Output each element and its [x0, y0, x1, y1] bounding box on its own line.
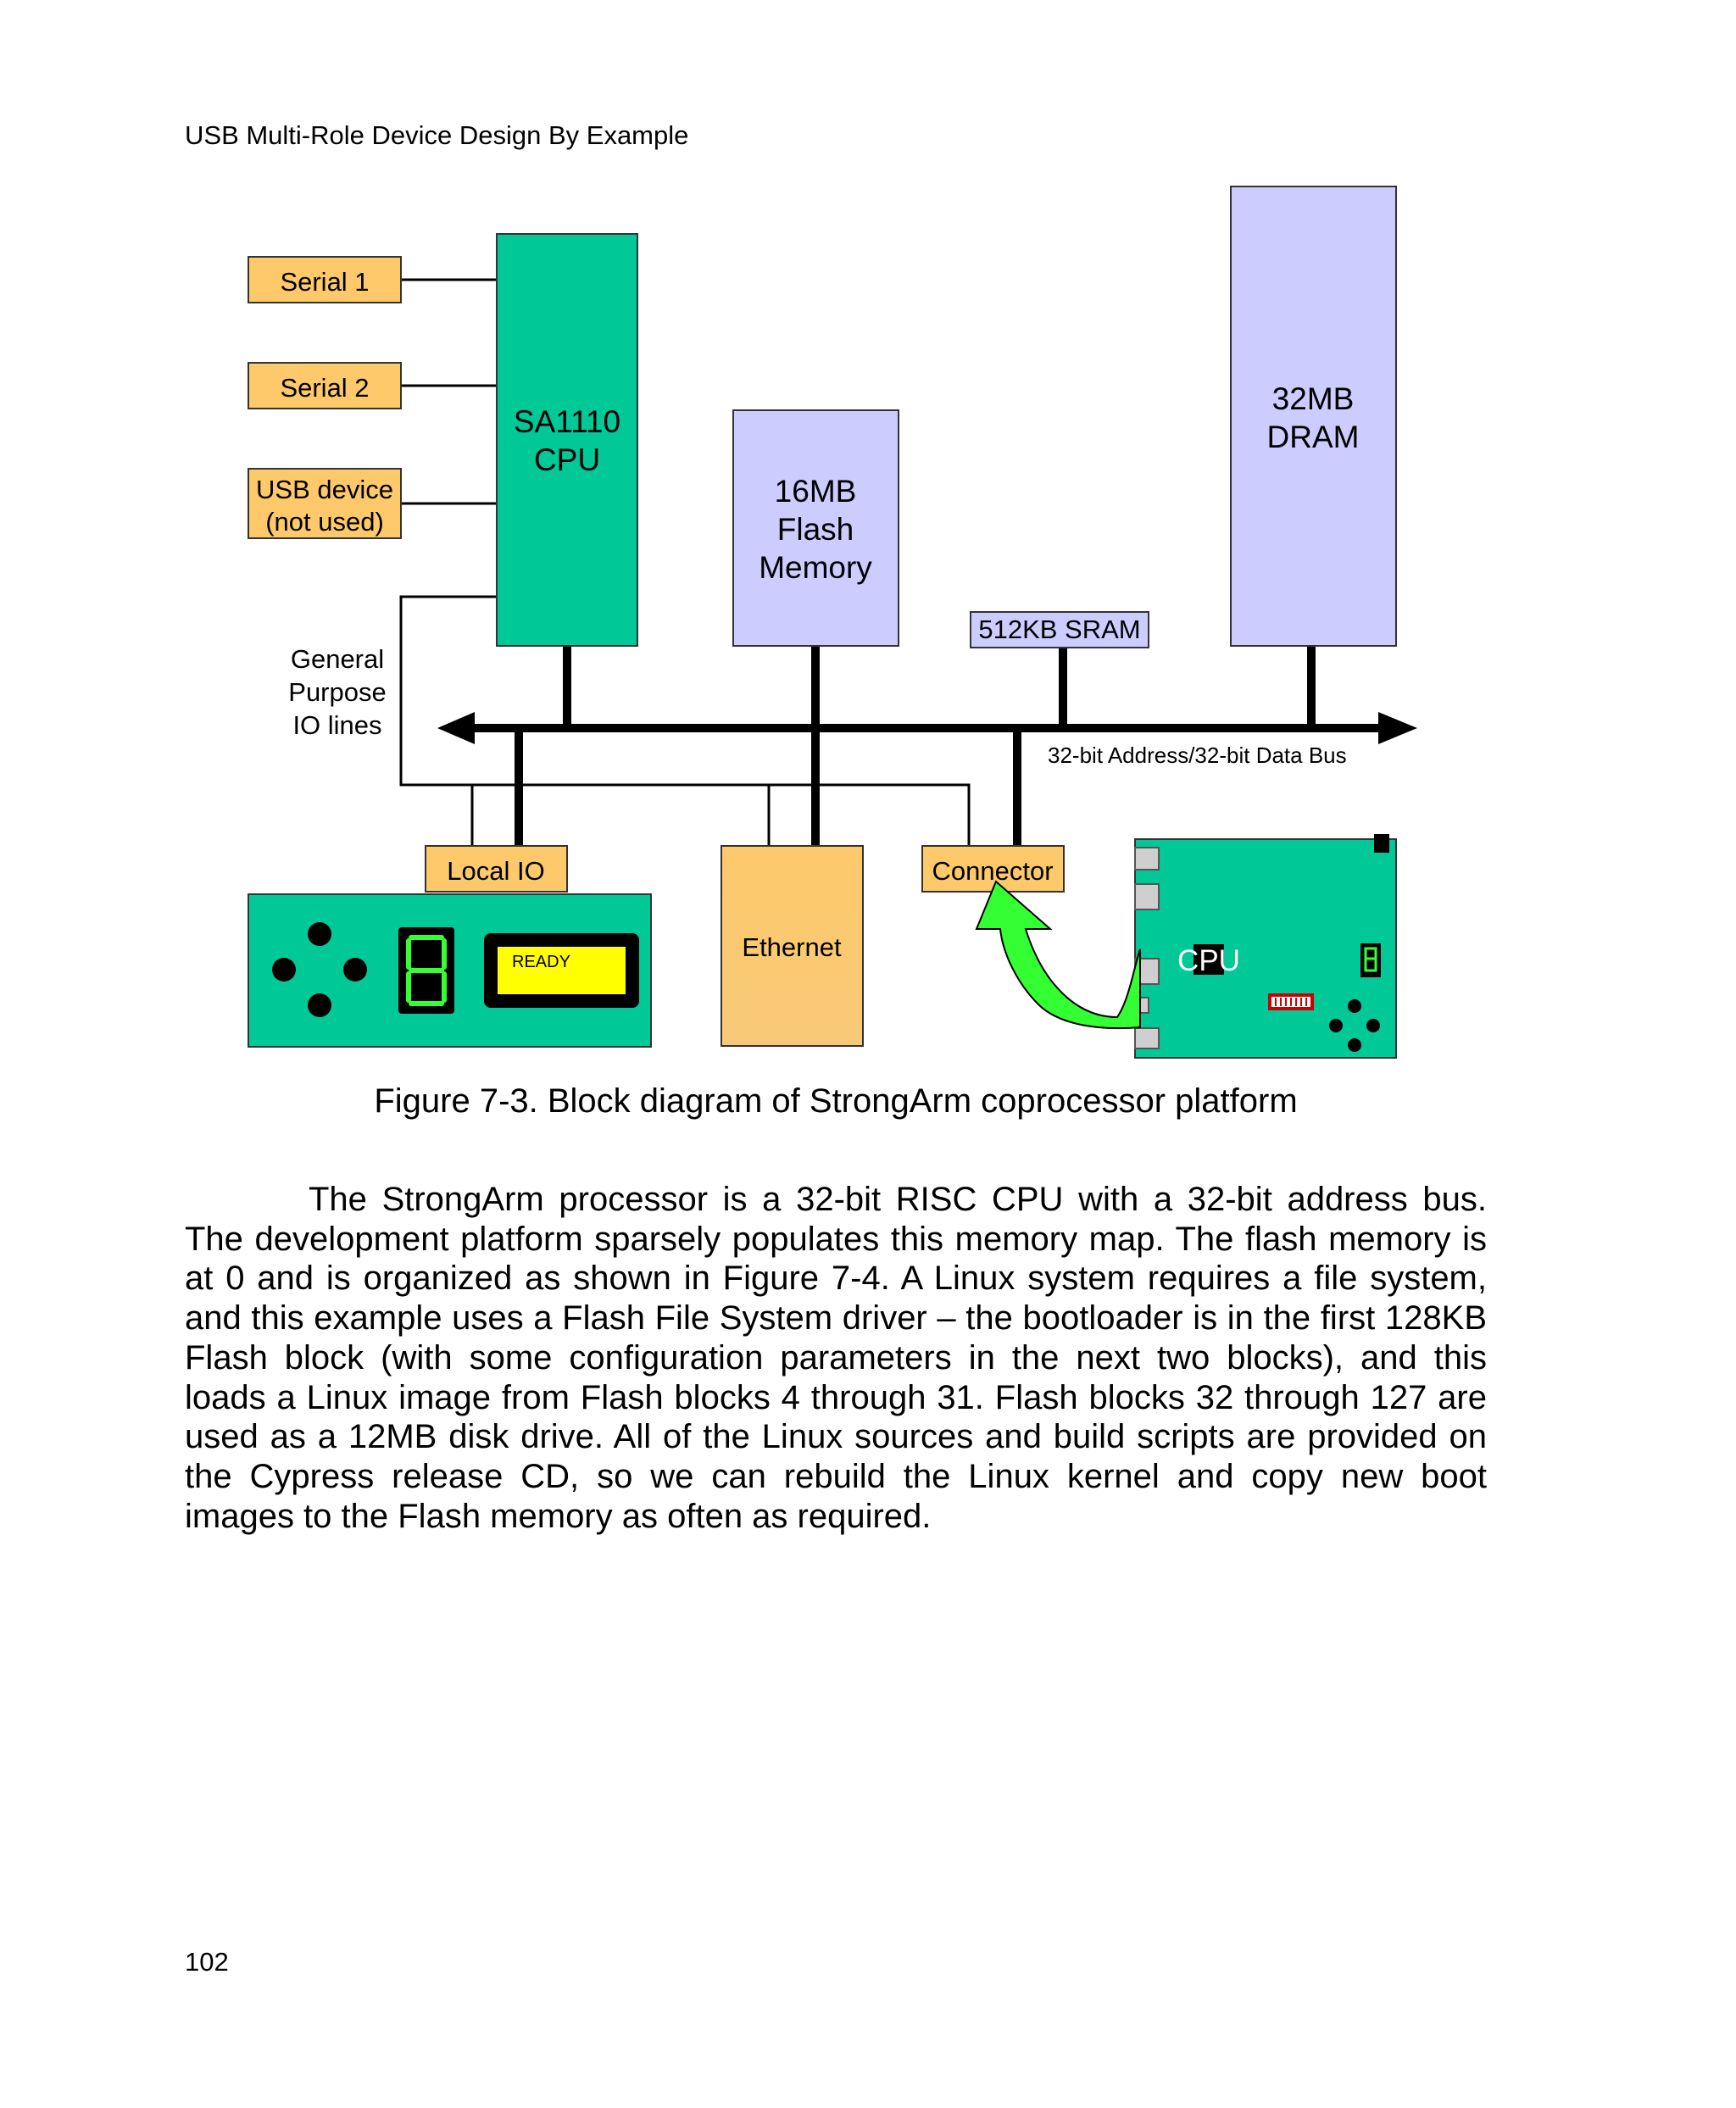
dram-label-line2: DRAM	[1267, 420, 1360, 454]
local-io-label: Local IO	[447, 856, 544, 886]
board-buttons	[1329, 999, 1380, 1052]
serial-2-label: Serial 2	[280, 373, 369, 403]
flash-label-line1: 16MB	[775, 474, 857, 509]
serial-1-block: Serial 1	[248, 256, 402, 303]
serial-2-block: Serial 2	[248, 362, 402, 409]
data-bus	[437, 712, 1417, 744]
body-paragraph-text: The StrongArm processor is a 32-bit RISC…	[185, 1181, 1487, 1535]
button-up	[308, 922, 331, 946]
serial-1-label: Serial 1	[280, 267, 369, 297]
sram-label: 512KB SRAM	[978, 615, 1140, 644]
usb-device-label-line2: (not used)	[265, 507, 384, 537]
board-cpu-chip	[1194, 944, 1224, 975]
sa1110-cpu-block: SA1110 CPU	[496, 233, 638, 647]
ethernet-block: Ethernet	[721, 845, 864, 1047]
coprocessor-board: CPU	[1134, 834, 1397, 1059]
board-cpu-label: CPU	[1177, 944, 1240, 977]
gpio-label: General Purpose IO lines	[288, 644, 386, 740]
body-paragraph: The StrongArm processor is a 32-bit RISC…	[185, 1180, 1487, 1536]
lcd-text: READY	[512, 953, 570, 971]
page-number: 102	[185, 1947, 229, 1977]
local-io-block: Local IO	[425, 845, 568, 893]
lcd-display: READY	[484, 933, 639, 1008]
bus-taps	[515, 646, 1316, 846]
button-down	[308, 993, 331, 1017]
figure-caption: Figure 7-3. Block diagram of StrongArm c…	[374, 1082, 1298, 1120]
serial-wires	[401, 278, 497, 505]
button-right	[343, 958, 367, 982]
gpio-label-line2: Purpose	[288, 677, 386, 707]
dram-block: 32MB DRAM	[1230, 186, 1397, 647]
local-io-panel: READY	[248, 893, 652, 1048]
dip-switch	[1268, 993, 1314, 1010]
gpio-label-line3: IO lines	[292, 710, 381, 740]
button-left	[272, 958, 296, 982]
plug-in-arrow-icon	[975, 880, 1141, 1030]
flash-label-line3: Memory	[759, 550, 872, 585]
running-header: USB Multi-Role Device Design By Example	[185, 120, 689, 150]
gpio-wires	[399, 595, 971, 846]
block-diagram: Serial 1 Serial 2 USB device (not used) …	[248, 186, 1417, 1059]
dram-label-line1: 32MB	[1272, 381, 1355, 416]
connector-label: Connector	[932, 856, 1053, 886]
flash-label-line2: Flash	[777, 512, 854, 547]
seven-segment-display	[398, 927, 454, 1014]
gpio-label-line1: General	[291, 644, 384, 674]
cpu-label-line2: CPU	[534, 442, 600, 477]
cpu-label-line1: SA1110	[514, 404, 620, 439]
bus-label: 32-bit Address/32-bit Data Bus	[1048, 743, 1347, 768]
usb-device-label-line1: USB device	[256, 475, 393, 504]
board-seven-segment	[1360, 943, 1381, 977]
ethernet-label: Ethernet	[742, 932, 842, 962]
sram-block: 512KB SRAM	[970, 611, 1149, 648]
connector-block: Connector	[921, 845, 1065, 893]
board-led	[1374, 834, 1389, 853]
flash-memory-block: 16MB Flash Memory	[732, 409, 899, 647]
usb-device-block: USB device (not used)	[248, 468, 402, 539]
